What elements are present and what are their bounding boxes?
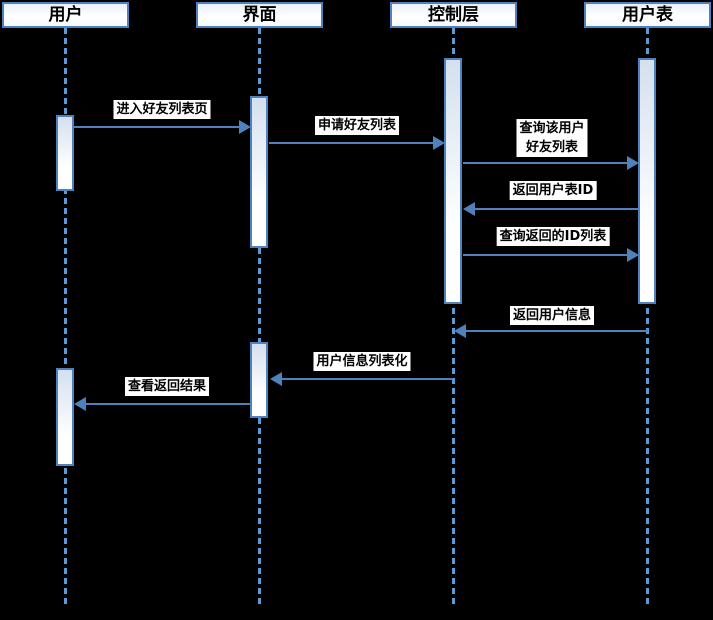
lifeline-interface [258, 28, 261, 608]
actor-box-interface: 界面 [196, 2, 323, 28]
arrowhead-left-icon [463, 202, 475, 216]
arrowhead-right-icon [239, 120, 251, 134]
message-arrow-6 [460, 330, 648, 332]
message-arrow-3 [463, 162, 633, 164]
arrowhead-left-icon [74, 397, 86, 411]
arrowhead-right-icon [627, 156, 639, 170]
message-label-7: 用户信息列表化 [313, 352, 411, 371]
activation-user-table-1 [638, 58, 656, 304]
lifeline-controller [452, 28, 455, 608]
arrowhead-right-icon [433, 136, 445, 150]
message-arrow-2 [269, 142, 439, 144]
activation-controller-1 [444, 58, 462, 304]
message-arrow-4 [469, 208, 639, 210]
message-arrow-8 [80, 403, 250, 405]
activation-interface-1 [250, 96, 268, 248]
activation-interface-2 [250, 342, 268, 418]
lifeline-user [64, 28, 67, 608]
arrowhead-left-icon [454, 324, 466, 338]
message-label-2: 申请好友列表 [314, 116, 400, 135]
message-label-4: 返回用户表ID [509, 181, 597, 200]
activation-user-1 [56, 115, 74, 191]
lifeline-user-table [646, 28, 649, 608]
actor-box-controller: 控制层 [390, 2, 517, 28]
actor-box-user: 用户 [2, 2, 129, 28]
message-label-6: 返回用户信息 [509, 306, 595, 325]
message-label-1: 进入好友列表页 [113, 100, 211, 119]
message-label-3: 查询该用户 好友列表 [516, 119, 588, 157]
message-arrow-7 [276, 378, 453, 380]
message-label-8: 查看返回结果 [124, 377, 210, 396]
message-arrow-1 [74, 126, 245, 128]
arrowhead-right-icon [627, 248, 639, 262]
actor-box-user-table: 用户表 [584, 2, 711, 28]
arrowhead-left-icon [270, 372, 282, 386]
message-arrow-5 [463, 254, 633, 256]
activation-user-2 [56, 368, 74, 466]
message-label-5: 查询返回的ID列表 [496, 227, 610, 246]
